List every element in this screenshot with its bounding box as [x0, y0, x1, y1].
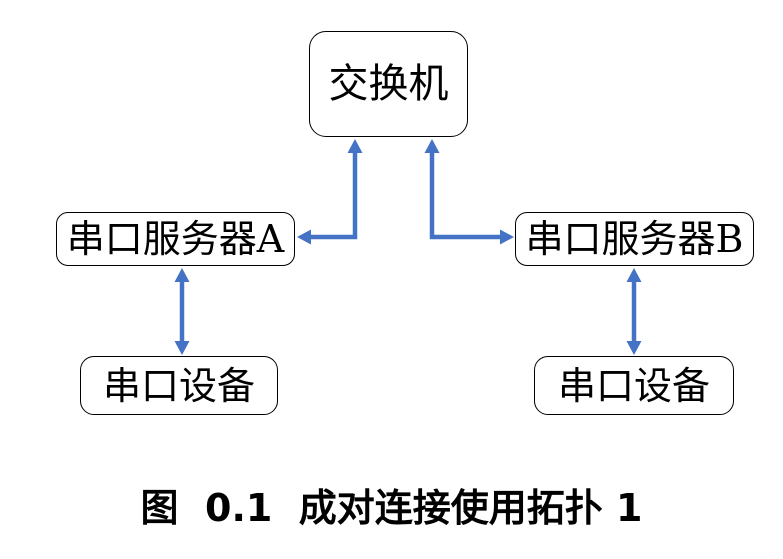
arrowhead-left-icon — [297, 229, 311, 245]
node-switch: 交换机 — [309, 31, 468, 137]
arrowhead-up-icon — [424, 139, 440, 153]
node-serial-device-right-label: 串口设备 — [557, 363, 710, 408]
arrowhead-down-icon — [626, 341, 642, 355]
arrowhead-up-icon — [174, 268, 190, 282]
arrowhead-right-icon — [500, 229, 514, 245]
connector-shaft — [309, 151, 358, 240]
node-serial-device-right: 串口设备 — [534, 356, 734, 415]
arrowhead-up-icon — [626, 268, 642, 282]
node-serial-server-b-label: 串口服务器B — [525, 217, 744, 261]
arrowhead-down-icon — [174, 341, 190, 355]
node-serial-device-left-label: 串口设备 — [102, 363, 255, 408]
connector-server-b-device — [626, 268, 642, 355]
arrowhead-up-icon — [347, 139, 363, 153]
node-serial-device-left: 串口设备 — [80, 356, 278, 415]
connector-switch-server-a — [297, 139, 363, 245]
node-serial-server-a-label: 串口服务器A — [66, 217, 285, 261]
connector-server-a-device — [174, 268, 190, 355]
node-switch-label: 交换机 — [328, 61, 449, 107]
connector-shaft — [429, 151, 502, 240]
node-serial-server-b: 串口服务器B — [515, 212, 754, 266]
figure-caption: 图 0.1 成对连接使用拓扑 1 — [140, 486, 643, 530]
node-serial-server-a: 串口服务器A — [56, 212, 295, 266]
connector-switch-server-b — [424, 139, 514, 245]
